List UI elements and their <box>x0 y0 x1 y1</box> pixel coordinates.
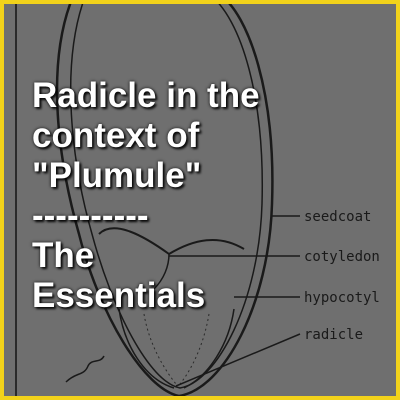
radicle-leader-line <box>175 333 301 387</box>
title-line: context of <box>32 116 200 155</box>
seedcoat-inner-outline <box>70 4 264 389</box>
overlay-title: Radicle in the context of "Plumule" ----… <box>32 76 372 316</box>
diagram-scribble <box>65 355 105 383</box>
seed-diagram: seedcoat cotyledon hypocotyl radicle <box>15 4 380 396</box>
hypocotyl-outline <box>118 308 235 389</box>
label-radicle: radicle <box>304 327 363 343</box>
title-line: The <box>32 236 95 275</box>
title-line: Radicle in the <box>32 76 260 115</box>
label-seedcoat: seedcoat <box>304 209 371 225</box>
cotyledon-divider <box>153 253 170 290</box>
label-hypocotyl: hypocotyl <box>304 290 380 306</box>
seedcoat-outline <box>55 4 274 396</box>
title-line: Essentials <box>32 276 206 315</box>
title-line: "Plumule" <box>32 156 202 195</box>
radicle-dotted-outline <box>143 313 210 385</box>
label-cotyledon: cotyledon <box>304 249 380 265</box>
title-divider: ---------- <box>32 196 149 235</box>
